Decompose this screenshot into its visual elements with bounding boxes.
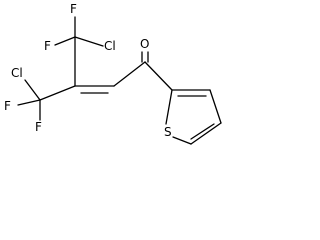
bond-thiophene-c3-c4 <box>209 89 222 124</box>
bond-cf2cl-alkene-lower <box>39 85 76 101</box>
atom-f-top-right: F <box>44 39 51 53</box>
bond-c-cl-top <box>74 36 104 47</box>
atom-cl-top: Cl <box>104 39 116 53</box>
bond-carbonyl-thiophene <box>144 61 173 91</box>
atom-f-bottom: F <box>35 120 42 134</box>
atom-f-left: F <box>4 99 11 113</box>
atom-label-layer: F F Cl O Cl F F S <box>4 2 172 139</box>
bond-alkene-carbonyl <box>113 61 146 87</box>
bond-c-cl-left <box>24 79 41 101</box>
bond-c-f-left <box>17 99 41 106</box>
atom-cl-left: Cl <box>11 66 23 80</box>
bond-thiophene-c5-s <box>172 136 192 145</box>
bond-thiophene-s-c2 <box>165 89 173 125</box>
atom-o-carbonyl: O <box>140 37 149 51</box>
bond-layer <box>17 16 222 145</box>
bond-thiophene-c4-c5 <box>190 122 222 145</box>
bond-c-f-top-right <box>54 36 76 46</box>
bond-thiophene-c4-c5-inner <box>190 123 215 140</box>
atom-f-top-left: F <box>70 2 77 16</box>
molecule-structure-diagram: F F Cl O Cl F F S <box>4 2 222 145</box>
atom-s-thiophene: S <box>164 125 172 139</box>
